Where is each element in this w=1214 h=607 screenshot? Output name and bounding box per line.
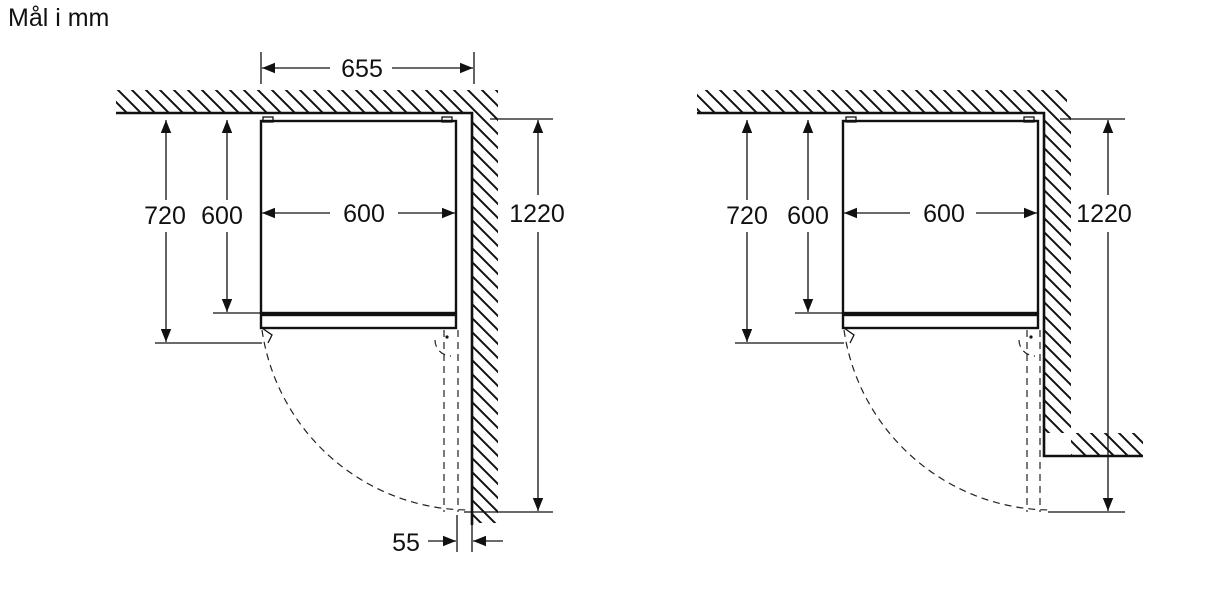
left-dim-side-gap: 55	[392, 515, 503, 557]
right-side-wall-hatch	[1044, 113, 1071, 433]
right-height-door-label: 720	[726, 202, 768, 230]
right-wall-outline	[697, 111, 1143, 458]
left-hinge-point	[445, 335, 449, 339]
right-dim-cabinet-depth: 600	[787, 120, 843, 314]
right-foot-back	[1023, 116, 1035, 123]
right-door	[841, 313, 1040, 330]
units-caption: Mål i mm	[8, 4, 110, 32]
left-handle	[261, 327, 273, 344]
left-opening-depth-label: 1220	[509, 200, 565, 228]
left-dim-total-depth: 655	[260, 52, 475, 84]
left-cabinet-width-label: 600	[343, 200, 385, 228]
left-cabinet-depth-label: 600	[201, 202, 243, 230]
right-hinge-point	[1029, 335, 1033, 339]
left-dim-opening-depth: 1220	[464, 118, 565, 513]
right-dim-height-door: 720	[726, 120, 844, 344]
right-handle	[843, 327, 855, 344]
left-door-swing-arc	[261, 329, 471, 511]
left-dim-cabinet-width: 600	[262, 200, 455, 228]
right-foot-front	[845, 116, 857, 123]
left-dim-height-door: 720	[144, 120, 262, 344]
right-view: 720 600 600 1220	[697, 90, 1143, 513]
left-door	[259, 313, 458, 330]
right-dim-opening-depth: 1220	[1048, 118, 1132, 513]
right-cabinet-depth-label: 600	[787, 202, 829, 230]
right-hinge-arc	[1018, 339, 1036, 357]
left-side-gap-label: 55	[392, 529, 420, 557]
left-wall-outline	[116, 111, 474, 525]
right-door-swing-arc	[843, 329, 1053, 511]
left-top-wall-hatch	[116, 90, 498, 113]
left-hinge-arc	[434, 339, 452, 357]
left-height-door-label: 720	[144, 202, 186, 230]
left-cabinet	[259, 119, 458, 315]
left-foot-back	[441, 116, 453, 123]
left-view: 655 720 600 600 1220	[116, 52, 565, 557]
left-total-depth-label: 655	[341, 55, 383, 83]
right-cabinet-width-label: 600	[923, 200, 965, 228]
right-dim-cabinet-width: 600	[844, 200, 1037, 228]
left-side-wall-hatch	[472, 113, 498, 523]
right-top-wall-hatch	[697, 90, 1067, 113]
left-dim-cabinet-depth: 600	[201, 120, 261, 314]
right-cabinet	[841, 119, 1040, 315]
right-opening-depth-label: 1220	[1076, 200, 1132, 228]
left-foot-front	[262, 116, 274, 123]
right-niche-hatch	[1071, 433, 1143, 456]
